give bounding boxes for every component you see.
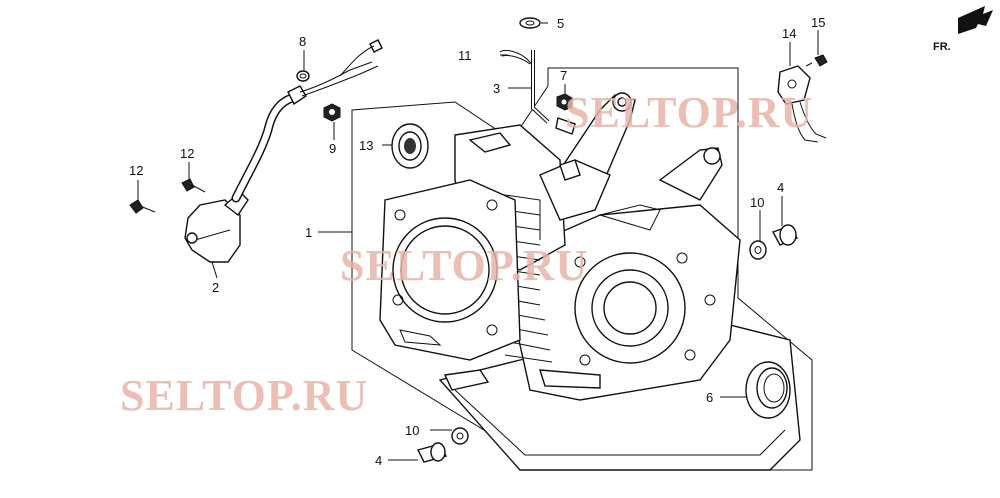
callout-3: 3 xyxy=(493,81,500,96)
callout-14: 14 xyxy=(782,26,796,41)
watermark-middle: SELTOP.RU xyxy=(340,241,588,290)
front-direction-label: FR. xyxy=(933,41,951,53)
watermark-top: SELTOP.RU xyxy=(565,88,813,137)
flange-bolt-12-right xyxy=(181,178,206,193)
rod-3 xyxy=(531,50,576,135)
callout-11: 11 xyxy=(458,48,472,63)
oil-seal-13 xyxy=(391,123,429,169)
callout-4-right: 4 xyxy=(777,180,784,195)
washer-8 xyxy=(296,70,310,82)
washer-5 xyxy=(519,17,541,29)
callout-4-bottom: 4 xyxy=(375,453,382,468)
nut-9 xyxy=(323,103,341,122)
callout-12-right: 12 xyxy=(180,146,194,161)
leader-lines xyxy=(137,22,819,461)
washer-10-right xyxy=(749,240,767,260)
bolt-4-bottom xyxy=(416,442,448,463)
callout-15: 15 xyxy=(811,15,825,30)
callout-6: 6 xyxy=(706,390,713,405)
callout-12-left: 12 xyxy=(129,163,143,178)
washer-10-bottom xyxy=(451,427,469,445)
callout-10-bottom: 10 xyxy=(405,423,419,438)
callout-1: 1 xyxy=(305,225,312,240)
callout-5: 5 xyxy=(557,16,564,31)
front-direction-arrow: FR. xyxy=(933,6,993,53)
callout-labels: 1 2 3 4 4 5 6 7 8 9 10 10 11 12 12 13 14… xyxy=(129,15,825,468)
bolt-15 xyxy=(805,54,828,67)
switch-14 xyxy=(777,65,827,143)
watermarks: SELTOP.RU SELTOP.RU SELTOP.RU xyxy=(120,88,813,420)
watermark-bottom: SELTOP.RU xyxy=(120,371,368,420)
clip-11 xyxy=(499,49,536,69)
flange-bolt-12-left xyxy=(129,199,156,214)
callout-2: 2 xyxy=(212,280,219,295)
callout-8: 8 xyxy=(299,34,306,49)
callout-10-right: 10 xyxy=(750,195,764,210)
callout-7: 7 xyxy=(560,68,567,83)
oil-seal-6 xyxy=(745,361,791,419)
bolt-4-right xyxy=(771,224,799,246)
callout-13: 13 xyxy=(359,138,373,153)
oil-alert-switch-part xyxy=(184,39,383,263)
cylinder-block-part xyxy=(379,92,801,471)
callout-9: 9 xyxy=(329,141,336,156)
